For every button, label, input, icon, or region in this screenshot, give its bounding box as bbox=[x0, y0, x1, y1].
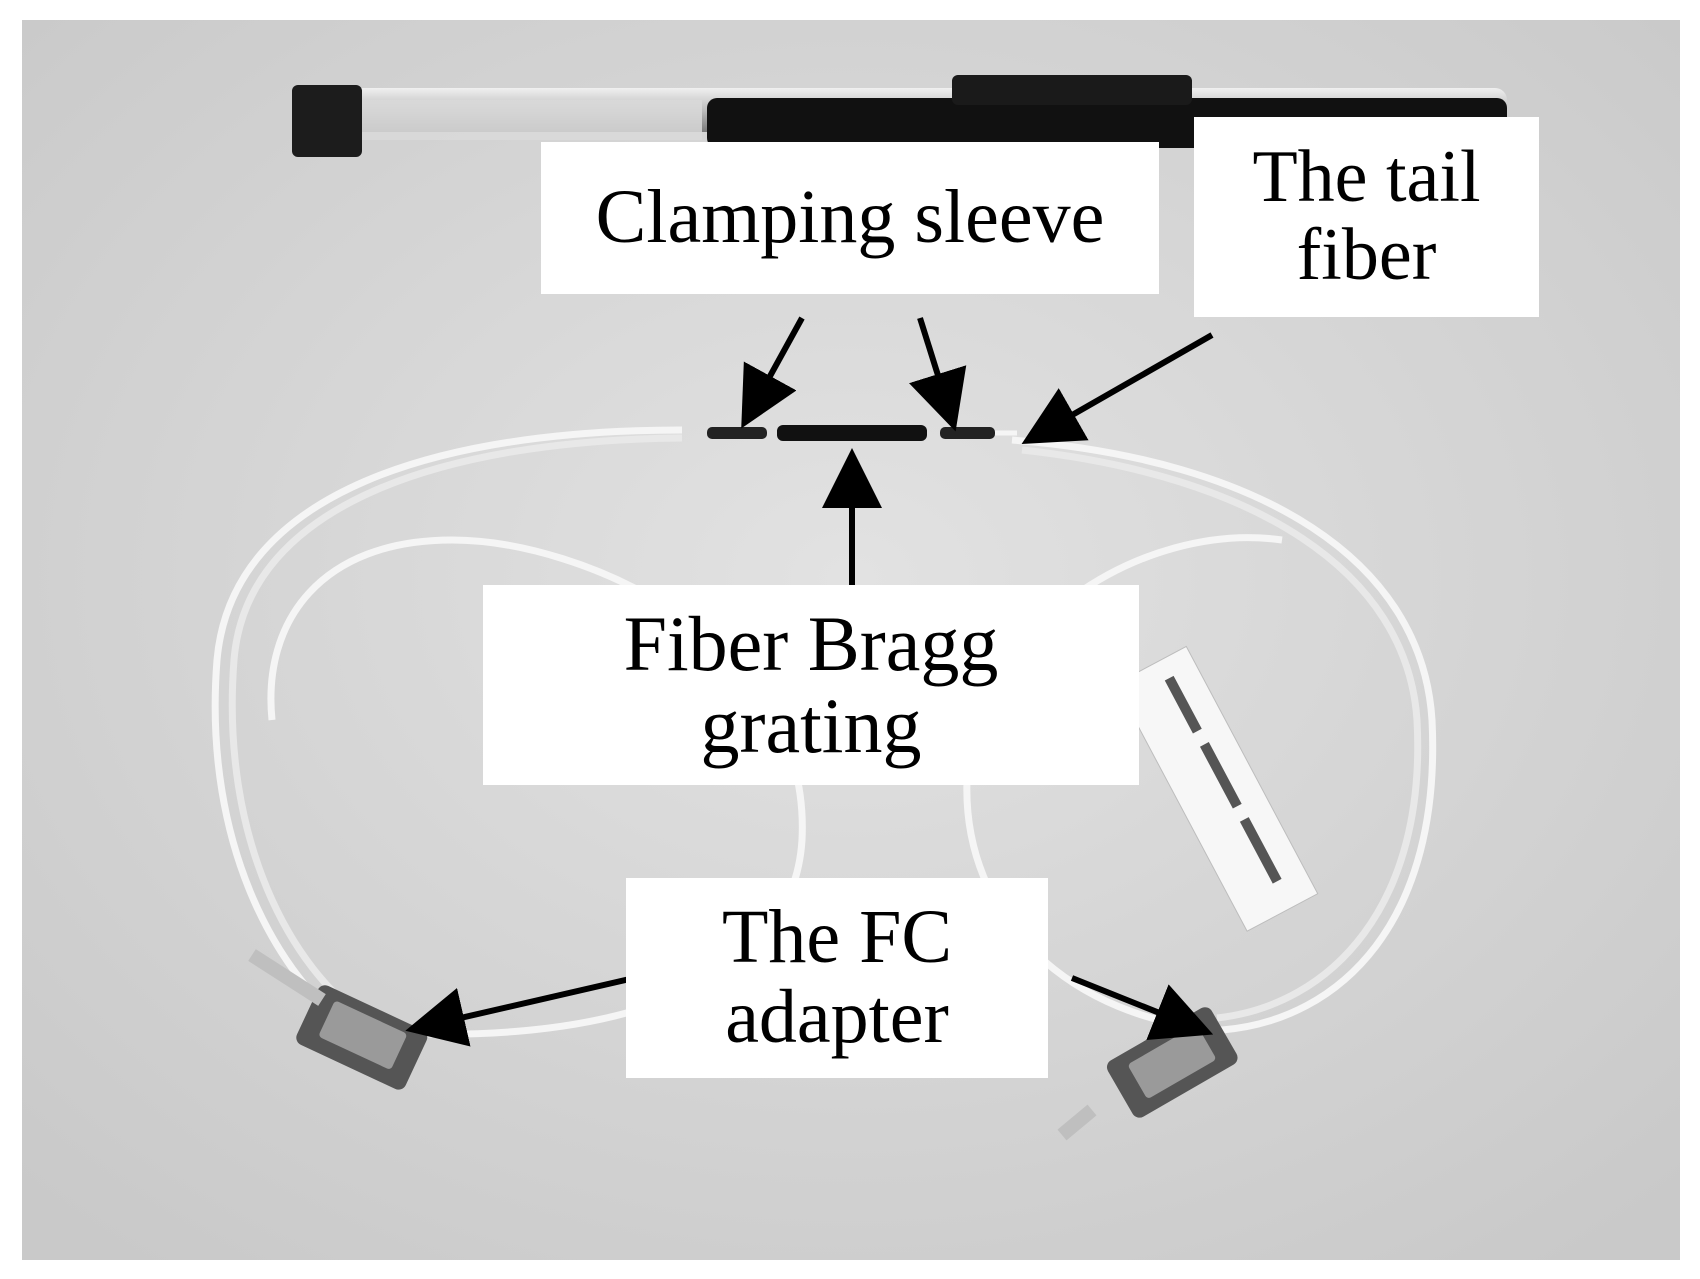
annotation-arrows bbox=[405, 316, 1214, 1047]
arrow-fc-left bbox=[405, 972, 648, 1047]
arrow-tail-fiber bbox=[1021, 332, 1214, 444]
label-fc-line2: adapter bbox=[725, 975, 949, 1059]
product-tag bbox=[1114, 645, 1319, 932]
label-tail-fiber-line1: The tail bbox=[1252, 136, 1481, 219]
label-fbg-line2: grating bbox=[700, 682, 922, 769]
fc-connector-left bbox=[248, 949, 428, 1090]
fbg-component bbox=[707, 425, 1017, 441]
label-fiber-bragg-grating: Fiber Bragg grating bbox=[483, 585, 1139, 785]
label-fc-adapter: The FC adapter bbox=[626, 878, 1048, 1078]
label-tail-fiber: The tail fiber bbox=[1194, 117, 1539, 317]
label-clamping-sleeve-text: Clamping sleeve bbox=[595, 175, 1105, 260]
label-fc-line1: The FC bbox=[721, 895, 953, 980]
label-clamping-sleeve: Clamping sleeve bbox=[541, 142, 1159, 294]
arrow-fc-right bbox=[1070, 975, 1214, 1041]
photo-fiber-bragg-grating-sensor: Clamping sleeve The tail fiber Fiber Bra… bbox=[22, 20, 1680, 1260]
arrow-sleeve-left bbox=[741, 316, 805, 429]
label-tail-fiber-line2: fiber bbox=[1296, 214, 1437, 296]
label-fbg-line1: Fiber Bragg bbox=[623, 600, 999, 688]
arrow-sleeve-right bbox=[909, 317, 967, 432]
